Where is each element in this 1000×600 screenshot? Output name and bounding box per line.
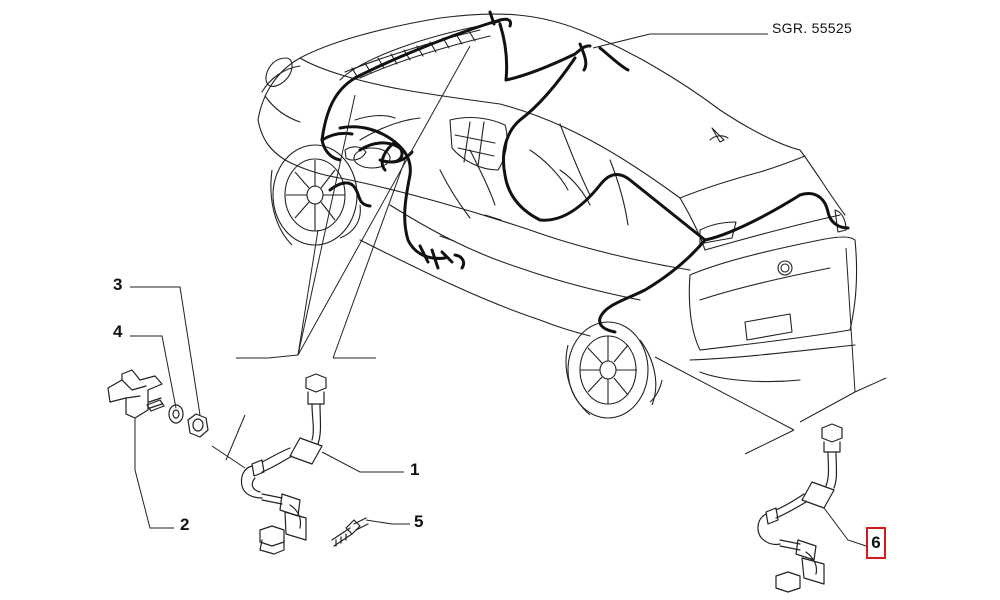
callout-2[interactable]: 2 bbox=[180, 515, 190, 534]
right-part-6 bbox=[757, 423, 843, 593]
callout-1[interactable]: 1 bbox=[410, 460, 420, 479]
group-reference-code: SGR. 55525 bbox=[772, 20, 853, 36]
callout-3[interactable]: 3 bbox=[113, 275, 123, 294]
callout-leaders bbox=[130, 286, 867, 547]
rear-wheel bbox=[565, 321, 663, 419]
callout-4[interactable]: 4 bbox=[113, 322, 123, 341]
callout-6-highlight[interactable]: 6 bbox=[866, 527, 886, 559]
wiring-harness bbox=[320, 10, 850, 334]
left-parts bbox=[107, 369, 369, 555]
callout-5[interactable]: 5 bbox=[414, 512, 424, 531]
car-outline bbox=[257, 13, 858, 383]
leader-lines bbox=[211, 33, 887, 469]
callout-6: 6 bbox=[871, 533, 881, 552]
front-wheel bbox=[270, 144, 361, 246]
